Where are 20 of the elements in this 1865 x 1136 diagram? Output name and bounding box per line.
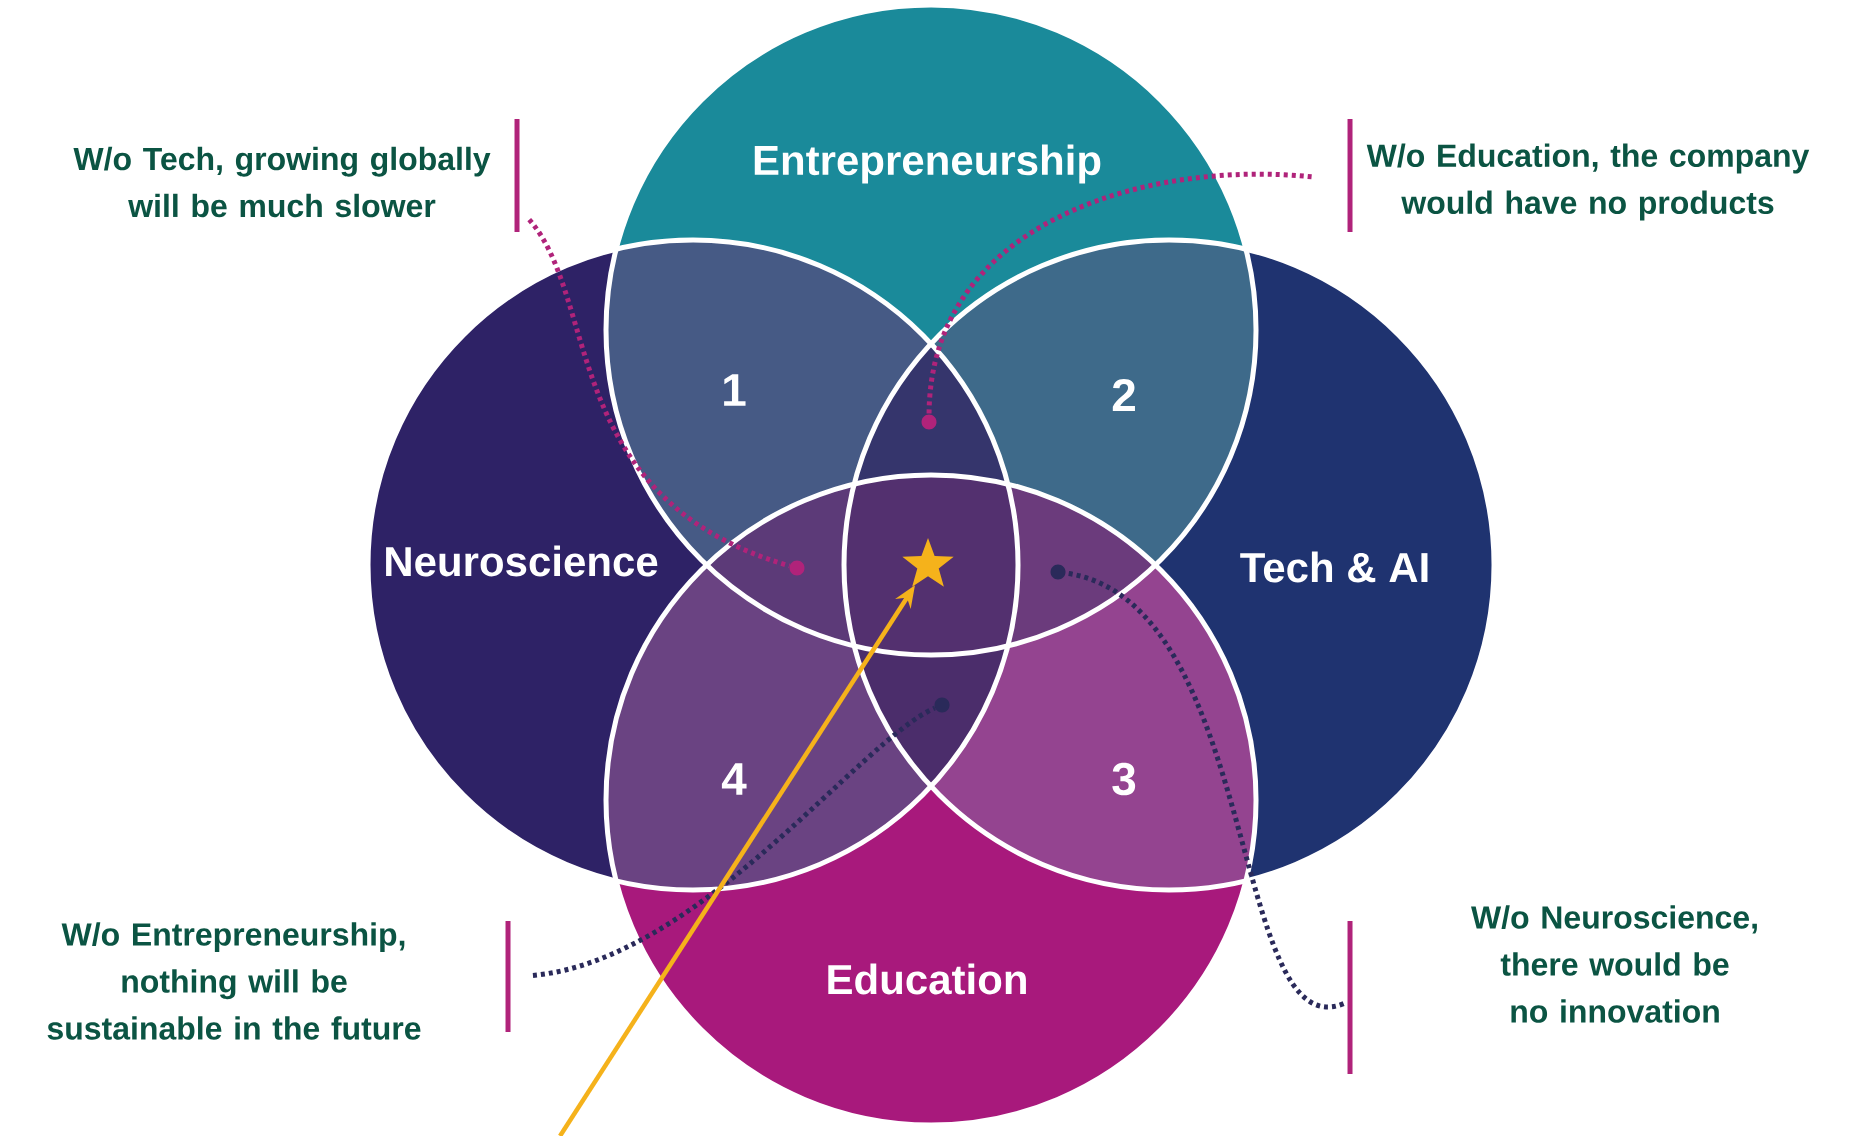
dot (1050, 564, 1066, 580)
region-number: 2 (1112, 378, 1135, 412)
circle-title: Neuroscience (386, 545, 658, 577)
callout-text: W/o Education, the company would have no products (1366, 143, 1810, 221)
region-number: 1 (724, 374, 746, 406)
region-number: 3 (1112, 762, 1136, 796)
circle-title: Education (828, 963, 1026, 995)
leader-line (532, 705, 937, 978)
callout-text: W/o Entrepreneurship, nothing will be sustainable in the future (47, 922, 421, 1040)
region-number: 4 (721, 763, 747, 795)
dot (934, 697, 950, 713)
leader-line (527, 218, 791, 569)
star (902, 538, 954, 587)
leader-line (926, 171, 1312, 415)
callout-text: W/o Neuroscience, there would be no innovation (1471, 905, 1757, 1023)
circle-title: Entrepreneurship (754, 144, 1101, 184)
dot (789, 560, 805, 576)
callout-text: W/o Tech, growing globally will be much slower (73, 146, 491, 218)
dot (921, 414, 937, 430)
circle-title: Tech & AI (1240, 551, 1428, 583)
